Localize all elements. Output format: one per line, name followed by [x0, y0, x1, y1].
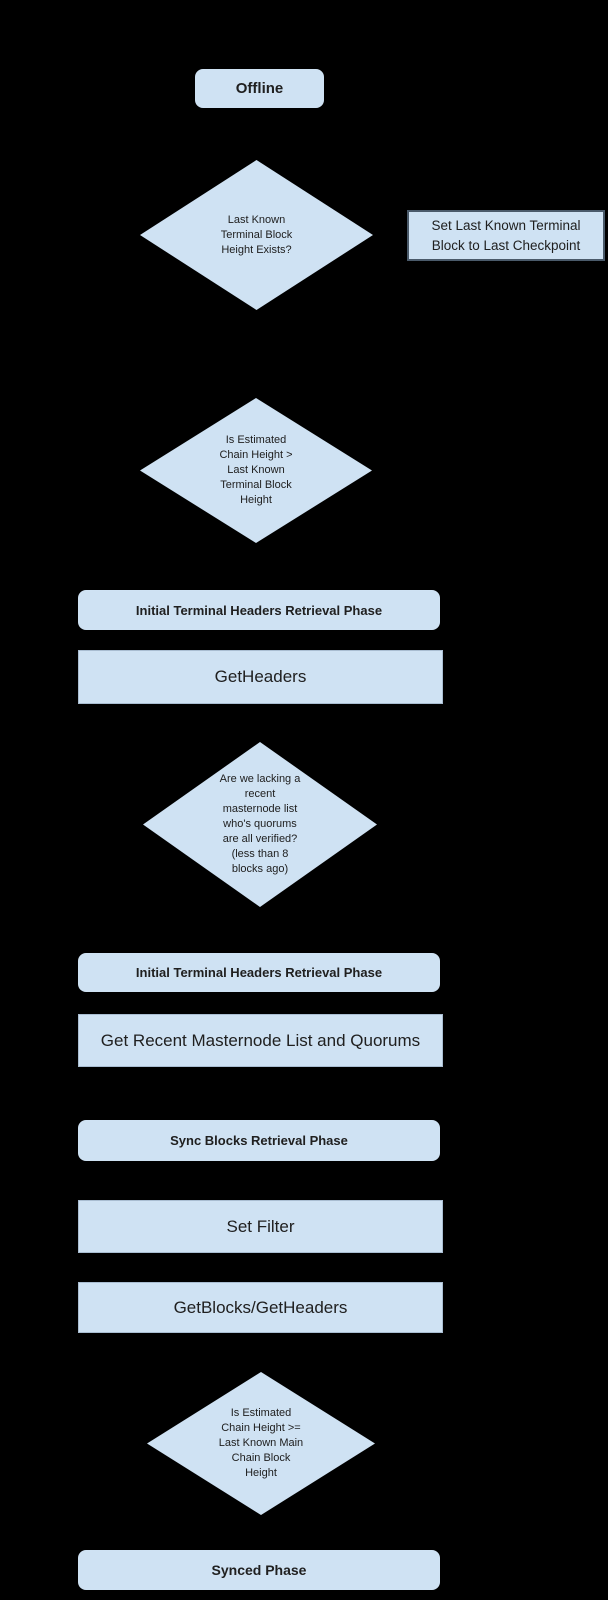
- set-last-known-terminal-box: Set Last Known Terminal Block to Last Ch…: [407, 210, 605, 261]
- sync-blocks-phase-label: Sync Blocks Retrieval Phase: [78, 1120, 440, 1161]
- get-headers-step: GetHeaders: [78, 650, 443, 704]
- initial-terminal-headers-phase-label-1: Initial Terminal Headers Retrieval Phase: [78, 590, 440, 630]
- set-filter-step: Set Filter: [78, 1200, 443, 1253]
- initial-terminal-headers-phase-label-2: Initial Terminal Headers Retrieval Phase: [78, 953, 440, 992]
- decision-estimated-gt-terminal-diamond: Is Estimated Chain Height > Last Known T…: [140, 398, 372, 543]
- synced-phase-node: Synced Phase: [78, 1550, 440, 1590]
- decision-estimated-gte-main-diamond: Is Estimated Chain Height >= Last Known …: [147, 1372, 375, 1515]
- get-recent-masternode-step: Get Recent Masternode List and Quorums: [78, 1014, 443, 1067]
- get-blocks-get-headers-step: GetBlocks/GetHeaders: [78, 1282, 443, 1333]
- decision-terminal-height-exists-diamond: Last Known Terminal Block Height Exists?: [140, 160, 373, 310]
- decision-masternode-list-diamond: Are we lacking a recent masternode list …: [143, 742, 377, 907]
- offline-node: Offline: [195, 69, 324, 108]
